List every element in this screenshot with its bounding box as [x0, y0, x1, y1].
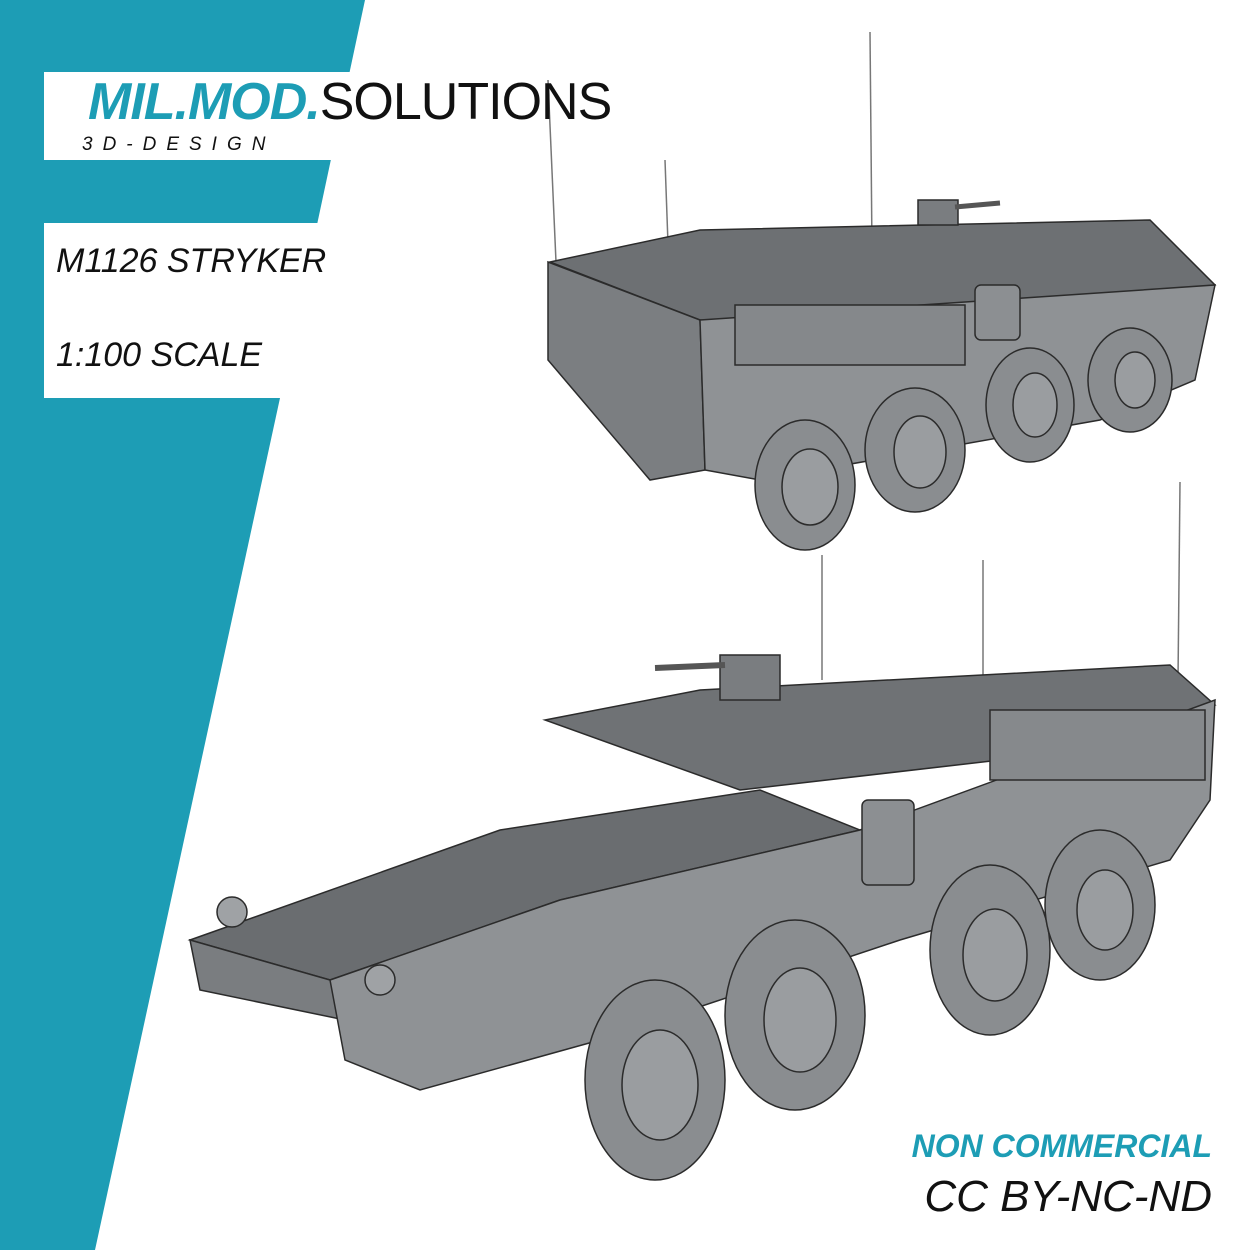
brand-tagline: 3D-DESIGN [82, 134, 276, 155]
license-usage: NON COMMERCIAL [911, 1128, 1212, 1164]
product-scale: 1:100 SCALE [56, 336, 263, 374]
brand-logo: MIL.MOD.SOLUTIONS [88, 72, 612, 132]
brand-rest-text: SOLUTIONS [319, 73, 612, 131]
brand-accent-text: MIL.MOD. [88, 73, 321, 131]
product-model: M1126 STRYKER [56, 242, 327, 280]
license-type: CC BY-NC-ND [924, 1172, 1212, 1221]
